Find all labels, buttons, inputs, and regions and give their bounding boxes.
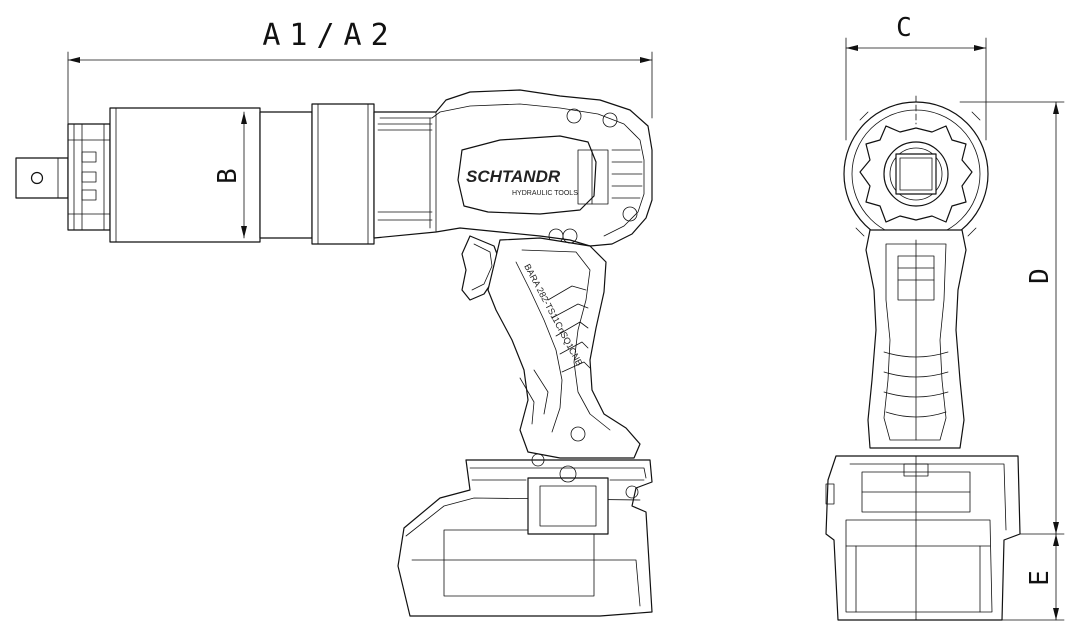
square-drive xyxy=(15,157,69,199)
battery xyxy=(397,453,653,617)
handle: BARA 282-TS11CnSQ1CNB xyxy=(487,228,641,459)
front-battery xyxy=(825,455,1021,621)
dimension-b: B xyxy=(213,111,247,239)
gear-housing xyxy=(109,103,375,245)
dimension-a-label: A1/A2 xyxy=(262,18,397,53)
front-head xyxy=(843,101,989,247)
dimension-d: D xyxy=(959,101,1065,535)
front-handle xyxy=(865,229,967,449)
dimension-e-label: E xyxy=(1025,570,1055,586)
brand-logo-text: SCHTANDR xyxy=(466,167,561,186)
motor-housing: SCHTANDR HYDRAULIC TOOLS xyxy=(373,89,653,247)
dimension-c-label: C xyxy=(896,13,912,43)
brand-subtitle: HYDRAULIC TOOLS xyxy=(512,190,578,197)
dimension-c: C xyxy=(845,13,987,141)
dimension-e: E xyxy=(1001,533,1065,621)
dimension-d-label: D xyxy=(1025,268,1055,284)
dimension-a: A1/A2 xyxy=(67,18,653,159)
reaction-head xyxy=(67,123,111,231)
dimension-b-label: B xyxy=(213,168,243,184)
